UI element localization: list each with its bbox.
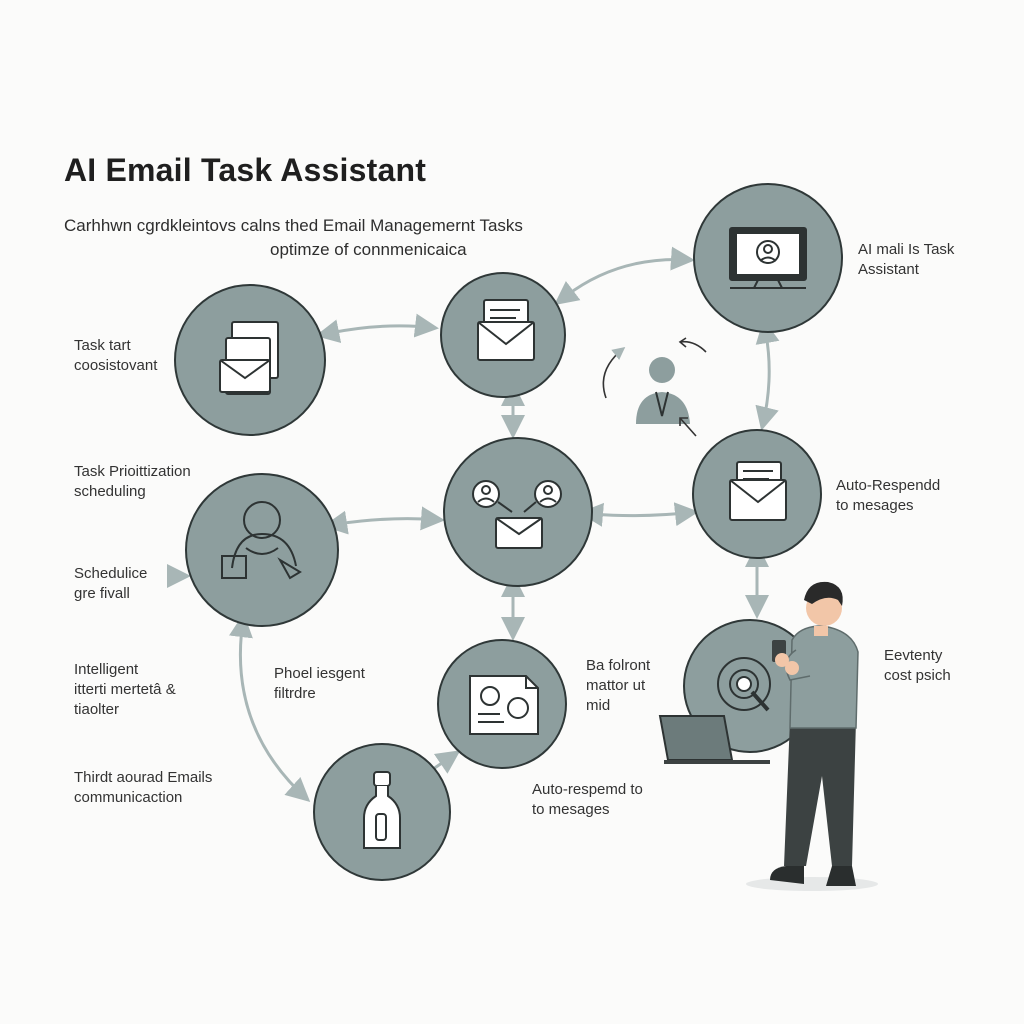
connector-center-right-mid (579, 502, 699, 527)
envelope-letter-icon (729, 461, 787, 521)
curved-arrow-icon (679, 340, 707, 353)
label-task-tart: Task tart coosistovant (74, 337, 158, 374)
monitor-user-icon (729, 227, 807, 289)
curved-arrow-icon (602, 347, 626, 399)
diagram-title: AI Email Task Assistant (64, 152, 427, 188)
node-top-center (440, 272, 566, 398)
label-ba-folront: Ba folront mattor ut mid (586, 657, 651, 714)
connector-left-bottom-left (229, 613, 311, 803)
label-phoel: Phoel iesgent filtrdre (274, 665, 365, 702)
label-auto-respond-bottom: Auto-respemd to to mesages (532, 781, 643, 818)
connector-left-center (323, 506, 445, 535)
pointer-arrow-icon (679, 417, 697, 437)
label-task-prioritization: Task Prioittization scheduling (74, 463, 191, 500)
connector-task-tart-top-center (315, 313, 439, 344)
connector-top-right-right-mid (755, 319, 780, 431)
connector-top-center-top-right (554, 246, 695, 306)
laptop-icon (658, 715, 770, 764)
floating-user (602, 337, 707, 437)
label-eevtenty: Eevtenty cost psich (884, 647, 951, 684)
diagram-subtitle-line-2: optimze of connmenicaica (270, 240, 467, 259)
connectors (167, 246, 780, 803)
person-stamp-icon (221, 501, 302, 580)
label-intelligent: Intelligent itterti mertetâ & tiaolter (74, 661, 176, 718)
node-left (185, 473, 339, 627)
label-assistant-top: AI mali Is Task Assistant (858, 241, 955, 278)
node-top-right (693, 183, 843, 333)
users-envelope-icon (472, 480, 562, 549)
label-auto-respond-right: Auto-Respendd to mesages (836, 477, 941, 514)
diagram-subtitle-line-1: Carhhwn cgrdkleintovs calns thed Email M… (64, 216, 523, 235)
label-thirdt: Thirdt aourad Emails communicaction (74, 769, 213, 806)
node-bottom-center (437, 639, 567, 769)
bottle-icon (363, 771, 401, 849)
envelope-letter-icon (477, 299, 535, 361)
label-schedule: Schedulice gre fivall (74, 565, 148, 602)
contacts-document-icon (469, 675, 539, 735)
envelope-documents-icon (219, 321, 279, 395)
node-bottom-left (313, 743, 451, 881)
node-right-mid (692, 429, 822, 559)
node-center (443, 437, 593, 587)
node-task-tart (174, 284, 326, 436)
person-phone-icon (746, 581, 878, 891)
magnifier-disc-icon (717, 657, 771, 712)
